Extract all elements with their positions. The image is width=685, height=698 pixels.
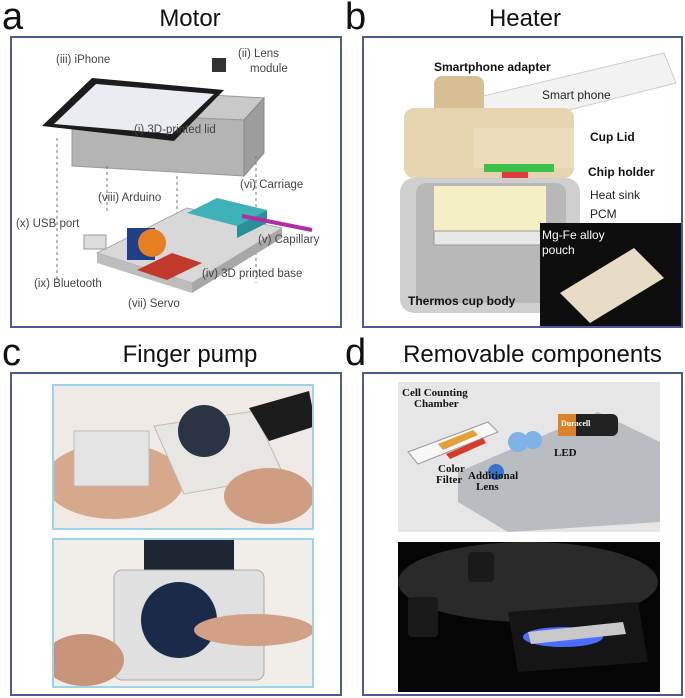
- label-lens-module: module: [250, 63, 288, 75]
- panel-d-title: Removable components: [403, 341, 662, 368]
- panel-b-title: Heater: [488, 5, 562, 32]
- label-arduino: (viii) Arduino: [98, 192, 162, 204]
- label-heat-sink: Heat sink: [590, 188, 641, 202]
- label-iphone: (iii) iPhone: [56, 54, 111, 66]
- label-cell-counting: Cell Counting: [402, 387, 468, 399]
- panel-a-letter: a: [2, 0, 24, 38]
- label-color: Color: [438, 463, 465, 475]
- label-pcm: PCM: [590, 207, 617, 221]
- removable-components-photo: [398, 542, 660, 692]
- label-servo: (vii) Servo: [128, 298, 180, 310]
- panel-a-title: Motor: [159, 5, 221, 32]
- label-usb-port: (x) USB port: [16, 218, 80, 230]
- panel-c-letter: c: [2, 332, 21, 374]
- label-filter: Filter: [436, 474, 463, 486]
- label-led: LED: [554, 447, 577, 459]
- label-base: (iv) 3D printed base: [202, 268, 303, 280]
- finger-pump-photo-bottom: [52, 538, 314, 688]
- label-smartphone-adapter: Smartphone adapter: [434, 60, 551, 74]
- label-cup-lid: Cup Lid: [590, 130, 635, 144]
- finger-pump-photo-top: [52, 384, 314, 530]
- label-chamber: Chamber: [414, 398, 459, 410]
- label-chip-holder: Chip holder: [588, 165, 655, 179]
- label-thermos-cup-body: Thermos cup body: [408, 294, 516, 308]
- motor-exploded-diagram: [42, 58, 313, 293]
- label-bluetooth: (ix) Bluetooth: [34, 278, 102, 290]
- label-battery: Duracell: [561, 419, 591, 428]
- panel-d-frame: Cell Counting Chamber LED Color Filter A…: [362, 372, 683, 696]
- label-smart-phone: Smart phone: [542, 88, 611, 102]
- panel-c-title: Finger pump: [122, 341, 258, 368]
- label-capillary: (v) Capillary: [258, 234, 320, 246]
- label-carriage: (vi) Carriage: [240, 179, 304, 191]
- label-lens: Lens: [476, 481, 499, 493]
- label-mg-fe-alloy: Mg-Fe alloy: [542, 228, 605, 242]
- removable-components-render: [398, 382, 660, 532]
- label-lens: (ii) Lens: [238, 48, 279, 60]
- heater-cutaway-diagram: [400, 52, 681, 326]
- panel-b-frame: Smartphone adapter Smart phone Cup Lid C…: [362, 36, 683, 328]
- label-pouch: pouch: [542, 243, 575, 257]
- panel-b-letter: b: [345, 0, 367, 38]
- label-lid: (i) 3D-printed lid: [134, 124, 216, 136]
- label-additional: Additional: [468, 470, 519, 482]
- panel-c-frame: [10, 372, 342, 696]
- panel-a-frame: (iii) iPhone (ii) Lens module (i) 3D-pri…: [10, 36, 342, 328]
- panel-d-letter: d: [345, 332, 367, 374]
